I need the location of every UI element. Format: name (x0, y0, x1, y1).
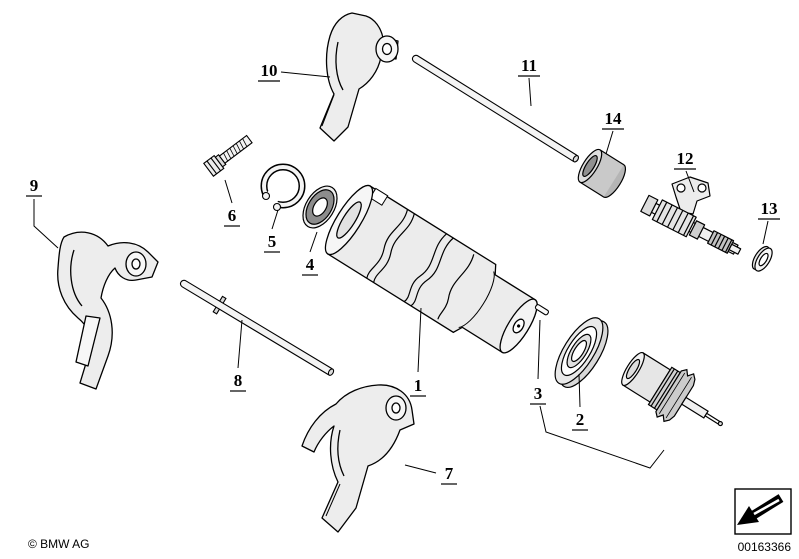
shaft-seal (302, 185, 338, 229)
shift-fork-upper (319, 12, 399, 142)
shift-drum (324, 184, 538, 354)
washer (751, 245, 773, 272)
callout-13[interactable]: 13 (761, 199, 778, 218)
selector-shaft-assembly (640, 176, 742, 255)
callout-underlines (26, 75, 780, 485)
legend-stamp-box (734, 488, 792, 535)
callout-labels: 1 2 3 4 5 6 7 8 9 10 11 12 13 14 (30, 56, 778, 483)
ball-bearing (554, 317, 609, 388)
dowel-pin (534, 304, 549, 316)
shift-rod-upper (411, 54, 580, 163)
callout-1[interactable]: 1 (414, 376, 423, 395)
diagram-number: 00163366 (738, 540, 792, 554)
callout-11[interactable]: 11 (521, 56, 537, 75)
callout-8[interactable]: 8 (234, 371, 243, 390)
callout-14[interactable]: 14 (605, 109, 623, 128)
callout-3[interactable]: 3 (534, 384, 543, 403)
detent-assembly (621, 351, 723, 427)
callout-7[interactable]: 7 (445, 464, 454, 483)
callout-5[interactable]: 5 (268, 232, 277, 251)
shift-fork-lower (301, 384, 415, 533)
callout-9[interactable]: 9 (30, 176, 39, 195)
callout-4[interactable]: 4 (306, 255, 315, 274)
copyright-text: © BMW AG (28, 537, 90, 551)
shift-rod-lower (179, 279, 335, 376)
callout-6[interactable]: 6 (228, 206, 237, 225)
bolt (203, 134, 253, 177)
callout-2[interactable]: 2 (576, 410, 585, 429)
direction-arrow-icon (737, 494, 784, 525)
callout-12[interactable]: 12 (677, 149, 694, 168)
leader-lines (33, 71, 769, 474)
snap-ring (257, 163, 306, 214)
callout-10[interactable]: 10 (261, 61, 278, 80)
shift-fork-left (57, 231, 159, 390)
bushing (577, 148, 627, 198)
